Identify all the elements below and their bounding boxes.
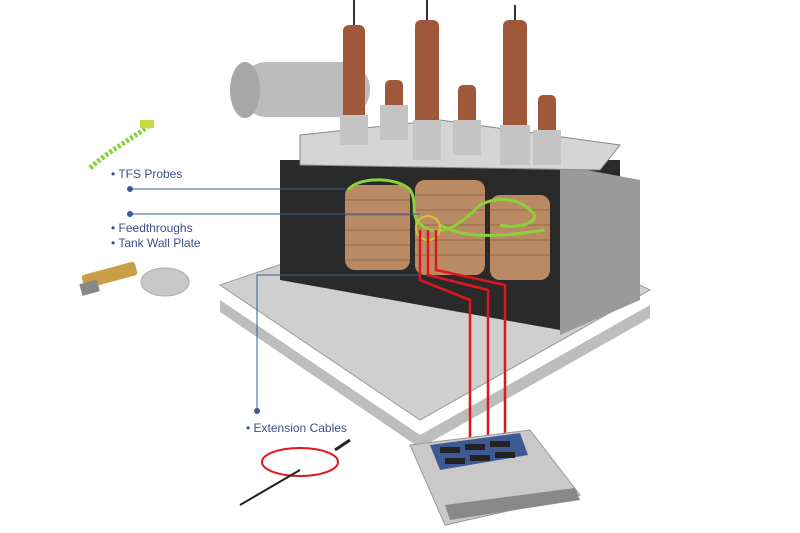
conservator-tank: [230, 62, 370, 118]
leader-lines: [127, 186, 420, 414]
feedthrough-image: [79, 261, 138, 296]
label-feedthroughs: • Feedthroughs: [111, 221, 193, 235]
label-extension-cables: • Extension Cables: [246, 421, 347, 435]
fiber-optic-cables: [418, 230, 507, 440]
tfs-probe-image: [88, 120, 154, 170]
bushing-terminals: [353, 0, 516, 25]
tank-wall-plate-image: [140, 267, 190, 297]
monitoring-unit: [409, 429, 581, 526]
bushings: [343, 20, 556, 135]
bushing-bases: [340, 105, 561, 165]
tank-fins: [560, 165, 640, 335]
tfs-probe-fiber: [346, 178, 546, 237]
label-tfs-probes: • TFS Probes: [111, 167, 183, 181]
extension-cable-image: [239, 438, 351, 506]
label-tank-wall-plate: • Tank Wall Plate: [111, 236, 201, 250]
